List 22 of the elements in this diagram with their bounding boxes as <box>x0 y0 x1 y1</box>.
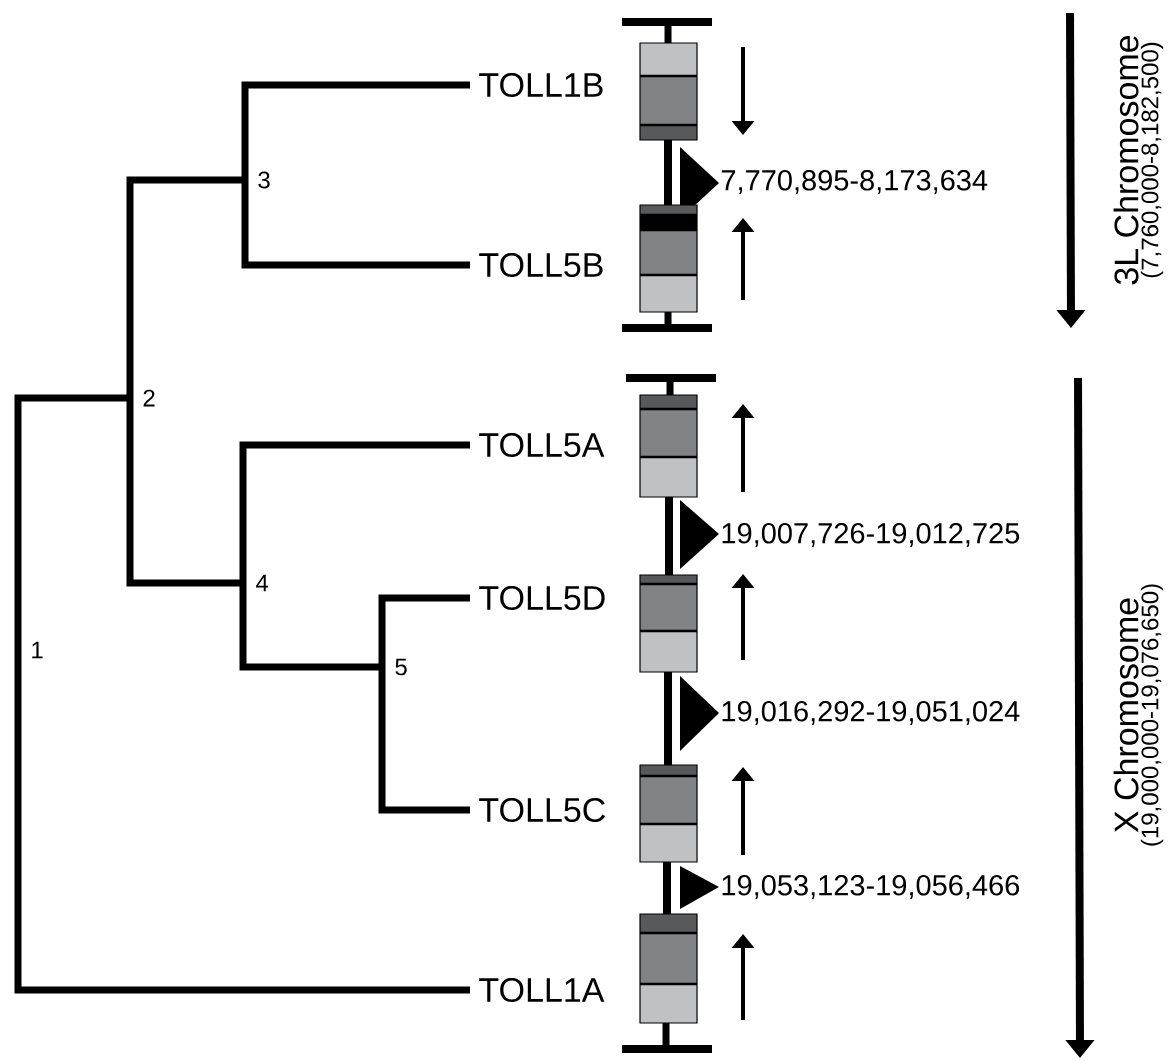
tree-branch <box>126 176 245 398</box>
node-number: 5 <box>395 658 407 676</box>
range-label: (7,760,000-8,182,500) <box>1140 42 1164 278</box>
leaf-label: TOLL5B <box>479 252 603 278</box>
coordinate-label: 19,007,726-19,012,725 <box>722 523 1020 547</box>
leaf-label: TOLL5C <box>479 797 605 823</box>
chromosome-label: X Chromosome <box>1113 598 1139 833</box>
leaf-label: TOLL1B <box>479 72 603 98</box>
tree-branch <box>239 583 382 671</box>
node-number: 1 <box>32 641 43 659</box>
leaf-label: TOLL1A <box>479 977 605 1003</box>
tree-branch <box>126 398 243 587</box>
leaf-label: TOLL5D <box>479 585 605 611</box>
leaf-label: TOLL5A <box>479 432 605 458</box>
coordinate-label: 19,053,123-19,056,466 <box>722 875 1020 899</box>
node-number: 2 <box>143 389 155 407</box>
coordinate-label: 19,016,292-19,051,024 <box>722 701 1020 725</box>
node-number: 4 <box>255 574 269 592</box>
chromosome-label: 3L Chromosome <box>1113 35 1139 285</box>
coordinate-label: 7,770,895-8,173,634 <box>721 170 988 194</box>
node-number: 3 <box>258 171 270 189</box>
range-label: (19,000,000-19,076,650) <box>1140 584 1164 846</box>
